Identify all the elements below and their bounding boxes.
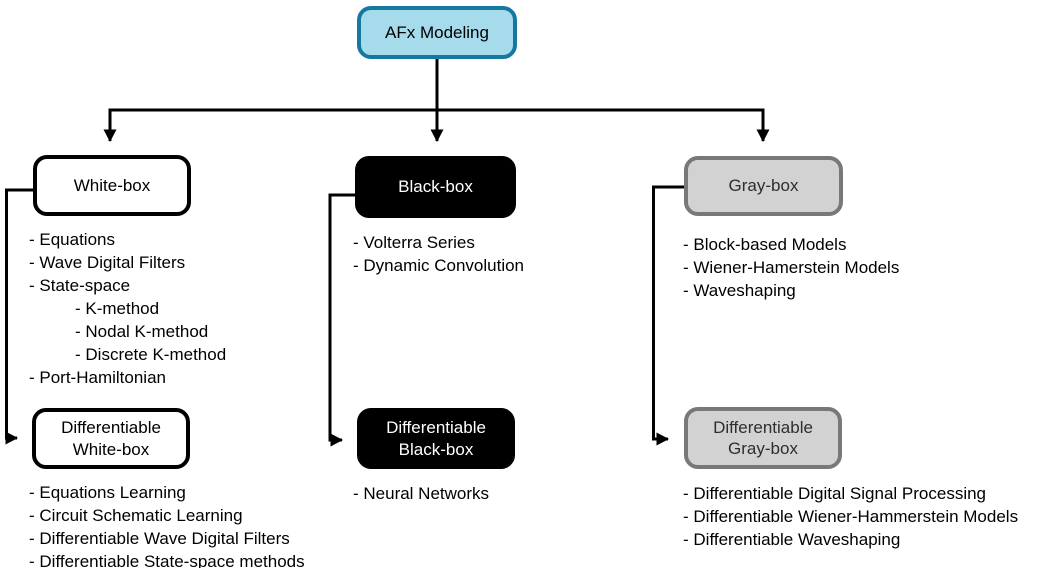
differentiable-gray-box-method-list: - Differentiable Digital Signal Processi… (683, 482, 1018, 551)
differentiable-white-box-method-list: - Equations Learning - Circuit Schematic… (29, 481, 305, 568)
list-item: - Differentiable Digital Signal Processi… (683, 484, 987, 503)
node-differentiable-white-box: Differentiable White-box (32, 408, 190, 469)
node-label-line1: Differentiable (386, 418, 486, 438)
node-label-line1: Differentiable (713, 417, 813, 437)
list-item: - K-method (75, 299, 160, 318)
list-item: - Wiener-Hamerstein Models (683, 258, 900, 277)
node-label-line1: Differentiable (61, 418, 161, 438)
edge-loop-gray (652, 185, 684, 446)
edge-loop-black (328, 193, 356, 447)
root-node-afx-modeling: AFx Modeling (357, 6, 517, 59)
list-item: - Nodal K-method (75, 322, 209, 341)
list-item: - Neural Networks (353, 484, 490, 503)
list-item: - Wave Digital Filters (29, 253, 186, 272)
list-item: - Differentiable Waveshaping (683, 530, 901, 549)
white-box-method-list: - Equations - Wave Digital Filters - Sta… (29, 228, 226, 389)
list-item: - Block-based Models (683, 235, 847, 254)
list-item: - Waveshaping (683, 281, 796, 300)
node-label-line2: Gray-box (728, 439, 798, 458)
differentiable-black-box-method-list: - Neural Networks (353, 482, 489, 505)
black-box-method-list: - Volterra Series - Dynamic Convolution (353, 231, 524, 277)
node-label-line2: White-box (72, 439, 150, 459)
node-differentiable-gray-box: Differentiable Gray-box (684, 407, 842, 469)
list-item: - State-space (29, 276, 131, 295)
list-item: - Dynamic Convolution (353, 256, 525, 275)
node-label-line2: Black-box (398, 439, 474, 459)
node-white-box: White-box (33, 155, 191, 216)
list-item: - Equations Learning (29, 483, 186, 502)
node-black-box: Black-box (355, 156, 516, 218)
list-item: - Differentiable State-space methods (29, 552, 305, 568)
list-item: - Differentiable Wiener-Hammerstein Mode… (683, 507, 1019, 526)
edge-loop-white (5, 188, 34, 445)
root-node-label: AFx Modeling (385, 22, 489, 42)
list-item: - Differentiable Wave Digital Filters (29, 529, 290, 548)
gray-box-method-list: - Block-based Models - Wiener-Hamerstein… (683, 233, 899, 302)
node-differentiable-black-box: Differentiable Black-box (357, 408, 515, 469)
node-white-box-label: White-box (73, 175, 151, 195)
list-item: - Equations (29, 230, 115, 249)
node-black-box-label: Black-box (398, 177, 473, 197)
list-item: - Circuit Schematic Learning (29, 506, 243, 525)
list-item: - Discrete K-method (75, 345, 227, 364)
list-item: - Volterra Series (353, 233, 475, 252)
list-item: - Port-Hamiltonian (29, 368, 166, 387)
node-gray-box-label: Gray-box (728, 176, 799, 196)
node-gray-box: Gray-box (684, 156, 843, 216)
